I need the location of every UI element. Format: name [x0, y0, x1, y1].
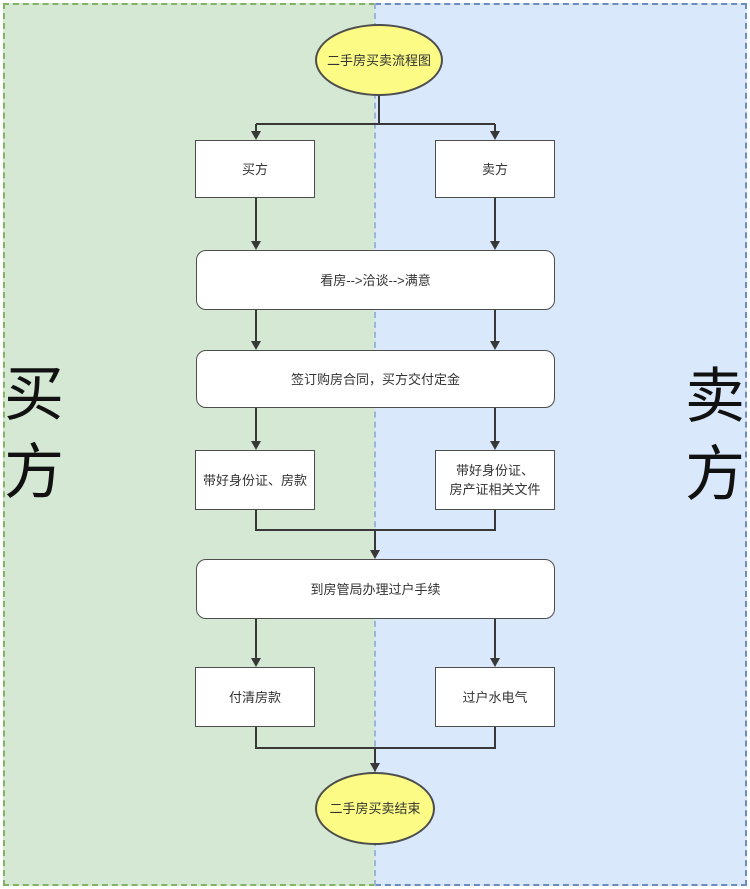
- start-node-label: 二手房买卖流程图: [326, 52, 431, 68]
- sign-contract-label: 签订购房合同，买方交付定金: [290, 371, 460, 387]
- seller-docs-node: 带好身份证、 房产证相关文件: [435, 450, 555, 510]
- end-node: 二手房买卖结束: [315, 772, 435, 845]
- seller-party-node: 卖方: [435, 140, 555, 198]
- seller-docs-label-line2: 房产证相关文件: [449, 482, 541, 497]
- transfer-utilities-node: 过户水电气: [435, 667, 555, 727]
- sign-contract-node: 签订购房合同，买方交付定金: [196, 350, 555, 408]
- lane-buyer-caption: 买方: [4, 361, 64, 506]
- lane-divider: [374, 3, 376, 886]
- end-node-label: 二手房买卖结束: [329, 801, 421, 816]
- pay-balance-node: 付清房款: [195, 667, 315, 727]
- view-house-label: 看房-->洽谈-->满意: [320, 272, 431, 288]
- seller-docs-label-line1: 带好身份证、: [455, 463, 534, 478]
- buyer-docs-label: 带好身份证、房款: [202, 472, 307, 488]
- transfer-procedure-label: 到房管局办理过户手续: [310, 581, 441, 597]
- view-house-node: 看房-->洽谈-->满意: [196, 250, 555, 310]
- lane-seller-caption: 卖方: [685, 363, 745, 508]
- transfer-utilities-label: 过户水电气: [462, 689, 528, 705]
- buyer-party-label: 买方: [241, 161, 268, 177]
- seller-party-label: 卖方: [481, 161, 508, 177]
- pay-balance-label: 付清房款: [228, 689, 281, 705]
- start-node: 二手房买卖流程图: [315, 24, 443, 96]
- buyer-docs-node: 带好身份证、房款: [195, 450, 315, 510]
- buyer-party-node: 买方: [195, 140, 315, 198]
- transfer-procedure-node: 到房管局办理过户手续: [196, 559, 555, 619]
